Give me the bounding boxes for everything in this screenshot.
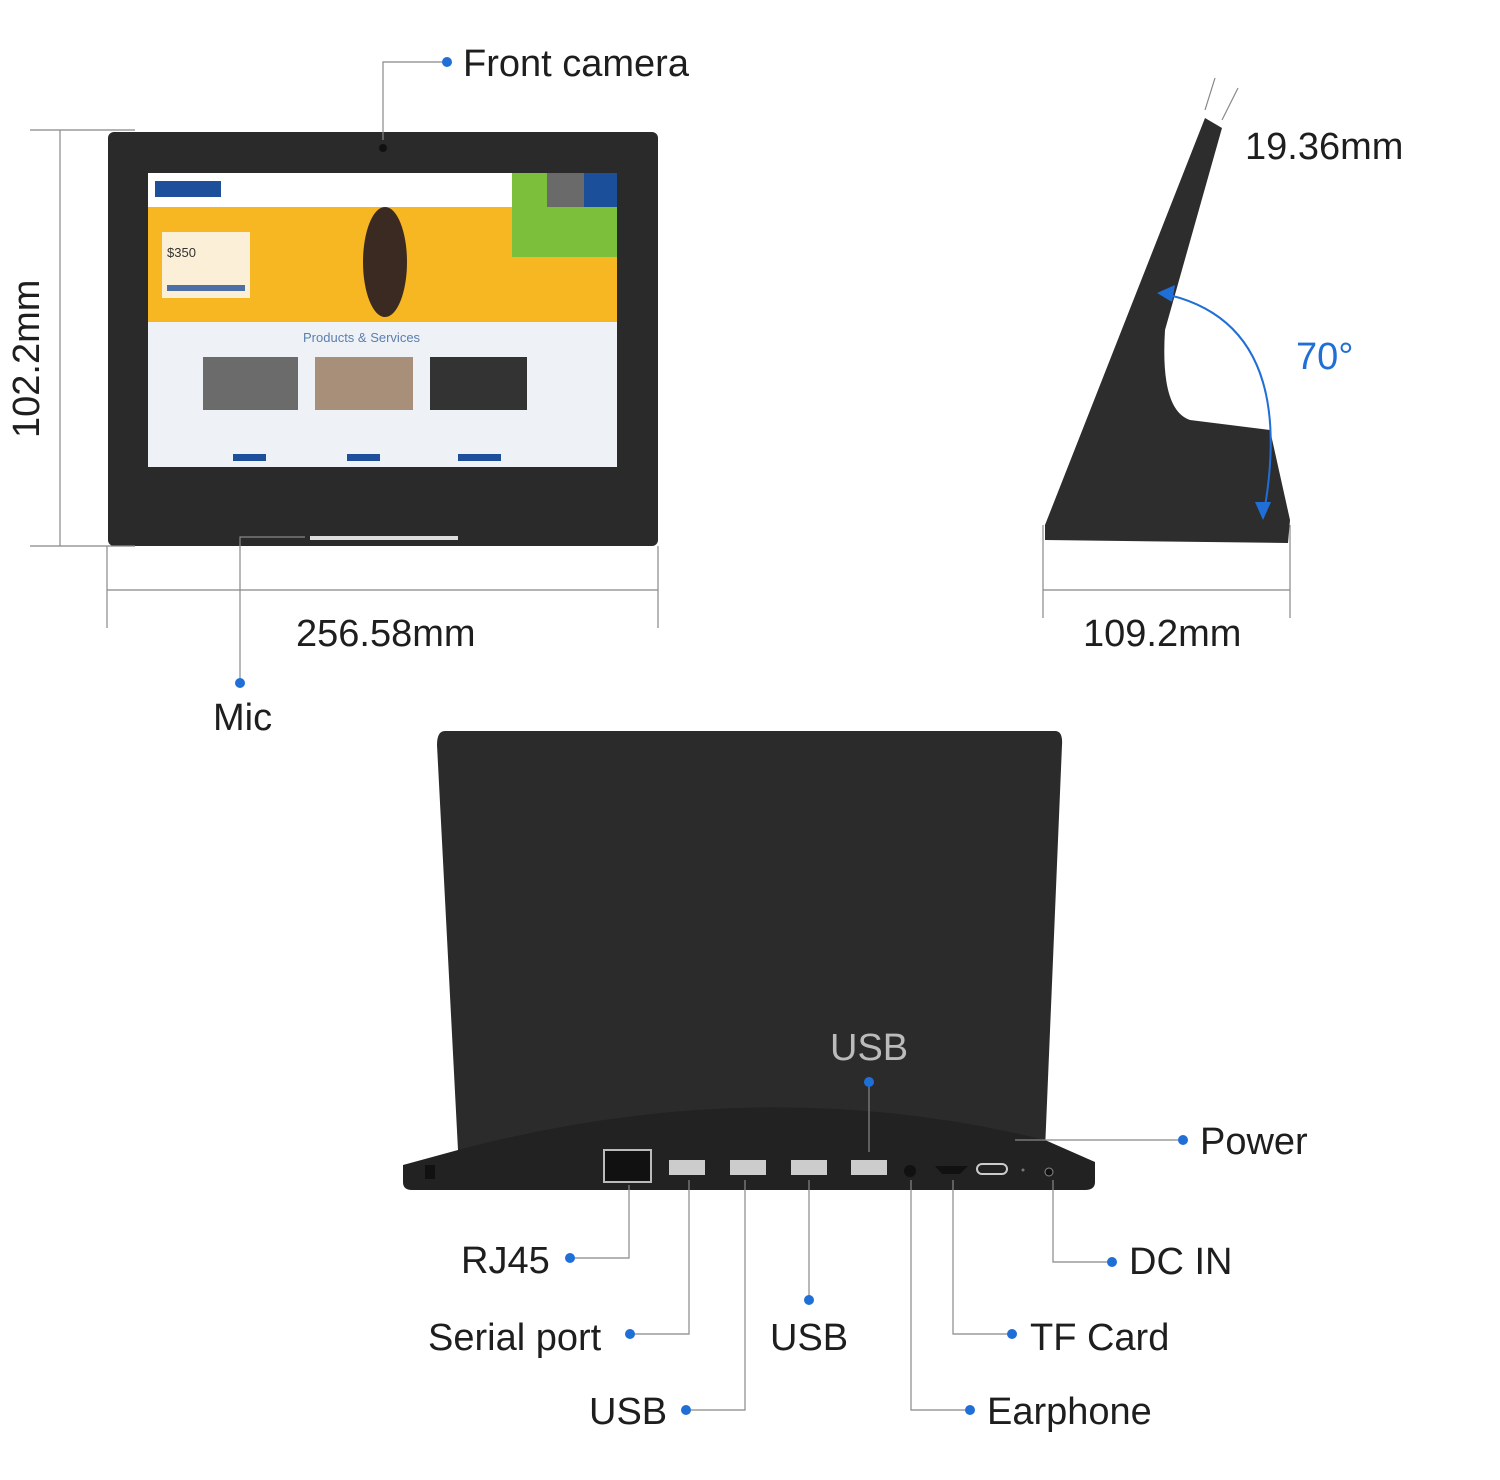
label-power: Power: [1200, 1121, 1308, 1163]
rj45-port: [603, 1149, 652, 1183]
screen-price: $350: [167, 245, 196, 260]
serial-port: [669, 1160, 705, 1175]
product-image-3: [430, 357, 527, 410]
mic-strip: [310, 536, 458, 540]
label-front-camera: Front camera: [463, 43, 689, 85]
label-tf-card: TF Card: [1030, 1317, 1170, 1359]
product-image-2: [315, 357, 413, 410]
back-view-device: [403, 731, 1095, 1190]
label-mic: Mic: [213, 697, 273, 739]
usb-port-3: [851, 1160, 887, 1175]
product-image-1: [203, 357, 298, 410]
label-height: 102.2mm: [6, 279, 48, 438]
site-logo: [155, 181, 221, 197]
label-rj45: RJ45: [461, 1240, 550, 1282]
label-dc-in: DC IN: [1129, 1241, 1233, 1283]
earphone-jack: [904, 1165, 916, 1177]
side-view-device: [1045, 118, 1290, 543]
usb-port-1: [730, 1160, 766, 1175]
hero-person: [363, 207, 407, 317]
label-thickness: 19.36mm: [1245, 126, 1404, 168]
label-serial-port: Serial port: [428, 1317, 602, 1359]
usb-port-2: [791, 1160, 827, 1175]
front-camera-lens: [379, 144, 387, 152]
label-angle: 70°: [1296, 336, 1354, 378]
label-earphone: Earphone: [987, 1391, 1152, 1433]
screen-section-title: Products & Services: [303, 330, 421, 345]
label-width: 256.58mm: [296, 613, 476, 655]
label-depth: 109.2mm: [1083, 613, 1242, 655]
tf-card-slot: [935, 1166, 968, 1174]
label-usb-middle: USB: [770, 1317, 849, 1359]
label-usb-top: USB: [830, 1027, 909, 1069]
front-view-device: [108, 132, 658, 546]
label-usb-left: USB: [589, 1391, 668, 1433]
